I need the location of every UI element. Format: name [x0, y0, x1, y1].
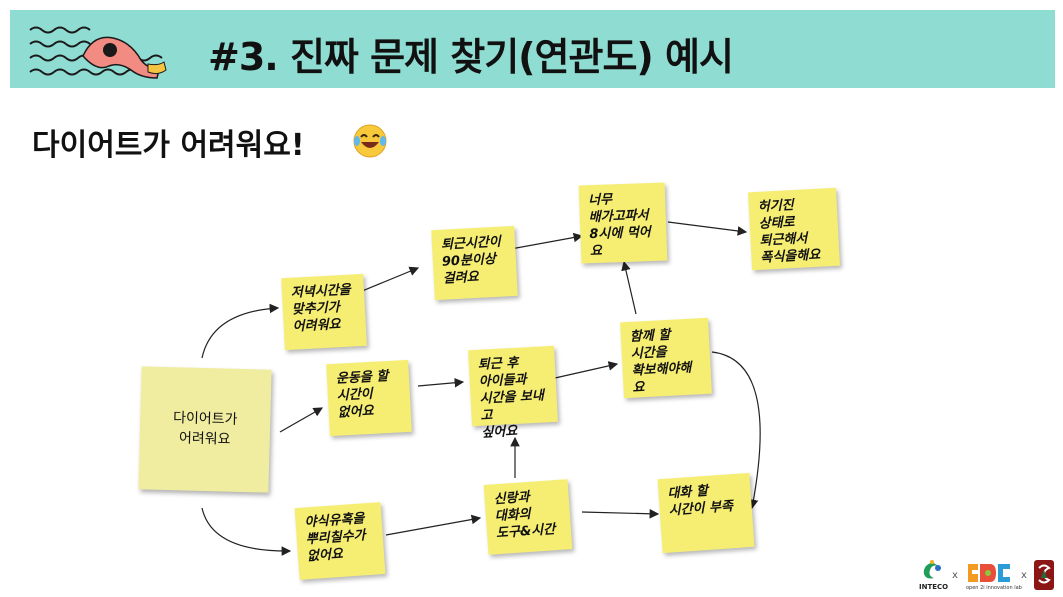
inteco-logo-icon: [923, 560, 941, 579]
note-secure-time: 함께 할 시간을 확보해야해요: [620, 317, 712, 399]
spi-logo-caption: open 2i innovation lab: [966, 585, 1022, 591]
stanford-logo-icon: [1034, 560, 1054, 590]
note-kids-time: 퇴근 후 아이들과 시간을 보내고 싶어요: [468, 345, 558, 440]
spi-logo-icon: [968, 564, 1010, 582]
note-late-snack: 야식유혹을 뿌리칠수가 없어요: [294, 502, 386, 580]
note-binge: 허기진 상태로 퇴근해서 폭식을해요: [748, 187, 840, 271]
note-lack-talk: 대화 할 시간이 부족: [657, 472, 755, 554]
note-no-exercise-time: 운동을 할 시간이 없어요: [326, 359, 412, 437]
logo-separator-1: x: [952, 570, 958, 581]
title-banner: #3. 진짜 문제 찾기(연관도) 예시: [10, 10, 1055, 88]
note-dinner-time: 저녁시간을 맞추기가 어려워요: [281, 273, 367, 351]
laughing-emoji-icon: [353, 124, 387, 158]
note-commute: 퇴근시간이 90분이상 걸려요: [431, 225, 518, 301]
logo-separator-2: x: [1021, 570, 1027, 581]
note-trust-tools: 신랑과 대화의 도구&시간: [483, 479, 573, 555]
page-title: #3. 진짜 문제 찾기(연관도) 예시: [208, 35, 734, 79]
note-main-problem: 다이어트가 어려워요: [138, 366, 272, 493]
swimmer-icon: [29, 26, 167, 79]
inteco-logo-label: INTECO: [919, 583, 949, 591]
slide-subtitle: 다이어트가 어려워요!: [32, 128, 305, 163]
note-too-hungry: 너무 배가고파서 8시에 먹어요: [578, 182, 668, 264]
partner-logos: [923, 560, 1054, 590]
